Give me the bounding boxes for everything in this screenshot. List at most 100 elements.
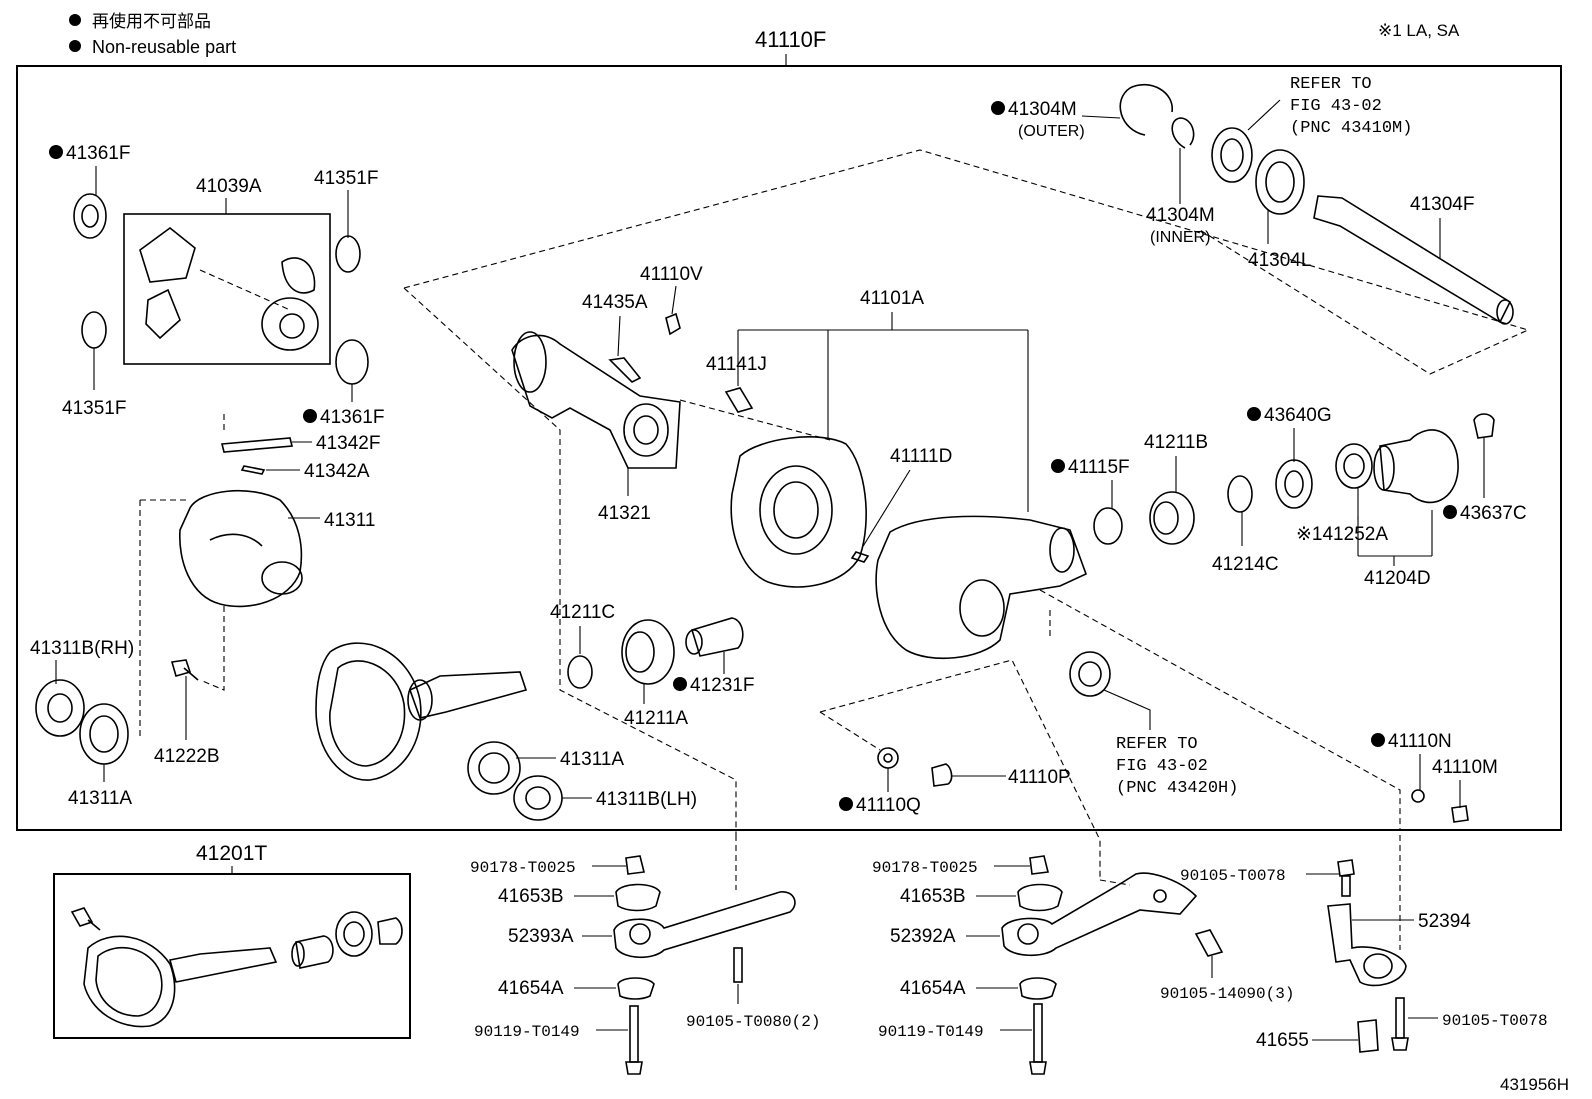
mount-bracket-hole <box>1153 889 1167 903</box>
label-41311B-RH: 41311B(RH) <box>30 638 134 659</box>
shim-hole <box>525 786 551 810</box>
mount-cushion <box>1017 883 1063 912</box>
mount-cushion <box>1019 977 1057 1000</box>
extension-housing-flange <box>623 403 669 457</box>
kit-label: 41201T <box>196 842 267 865</box>
label-41304L: 41304L <box>1248 250 1311 271</box>
bolt <box>1194 929 1224 957</box>
label-41435A: 41435A <box>582 292 648 313</box>
filler-plug <box>931 763 953 787</box>
leader-line <box>671 285 677 315</box>
mount-cushion <box>617 977 655 1000</box>
carrier-housing-neck <box>1049 527 1075 573</box>
dashed-outline <box>679 399 831 441</box>
bearing-inner <box>89 715 119 753</box>
dashed-outline <box>403 149 1530 375</box>
gasket <box>877 747 899 769</box>
mount-bracket-hole <box>629 923 651 945</box>
nut <box>1473 413 1495 439</box>
dashed-outline <box>1099 879 1131 886</box>
bolt-head <box>1391 1037 1409 1051</box>
mount-cushion <box>615 883 661 912</box>
side-gear <box>139 226 196 283</box>
bearing <box>621 619 675 685</box>
legend-japanese: 再使用不可部品 <box>92 11 211 31</box>
bolt <box>1341 875 1351 897</box>
refer2-line1: REFER TO <box>1116 735 1198 754</box>
label-41304M-outer: 41304M <box>1008 99 1077 120</box>
label-41110P: 41110P <box>1008 767 1071 788</box>
label-41311: 41311 <box>324 510 375 531</box>
oil-seal-inner <box>1078 661 1102 687</box>
dashed-outline <box>1039 589 1401 830</box>
non-reusable-dot-icon <box>49 145 63 159</box>
assembly-label: 41110F <box>755 27 826 52</box>
label-90119-a: 90119-T0149 <box>474 1023 580 1041</box>
assembly-frame <box>16 65 1562 831</box>
non-reusable-dot-icon <box>1443 505 1457 519</box>
kit-spacer-end <box>291 941 305 967</box>
refer2-line2: FIG 43-02 <box>1116 757 1208 776</box>
side-gear <box>261 297 319 351</box>
label-41222B: 41222B <box>154 746 220 767</box>
label-41654A-b: 41654A <box>900 978 966 999</box>
label-41311B-LH: 41311B(LH) <box>596 789 697 810</box>
differential-case-hub <box>261 561 303 595</box>
label-90105-14090: 90105-14090(3) <box>1160 985 1294 1003</box>
companion-flange-hub <box>1373 445 1395 491</box>
companion-flange <box>1379 429 1459 504</box>
mount-bracket-52394 <box>1327 903 1407 987</box>
mount-bracket-hole <box>1017 923 1039 945</box>
label-41653B-a: 41653B <box>498 886 564 907</box>
gasket <box>1411 789 1425 803</box>
leader-line <box>1081 115 1121 119</box>
extension-housing-end <box>513 331 547 393</box>
kit-oil-seal-inner <box>343 921 365 947</box>
side-gear-hub <box>279 313 305 339</box>
kit-drive-pinion <box>169 947 278 983</box>
label-41204D: 41204D <box>1364 568 1431 589</box>
shaft-spline-end <box>1496 299 1514 325</box>
label-41115F: 41115F <box>1068 457 1130 478</box>
label-41304M-outer-note: (OUTER) <box>1018 123 1085 140</box>
carrier-housing-bore <box>959 579 1005 637</box>
leader-line <box>861 469 911 549</box>
label-52393A: 52393A <box>508 926 574 947</box>
bearing-inner <box>625 631 655 673</box>
bolt-head <box>1029 1061 1047 1075</box>
oil-seal <box>1275 459 1313 509</box>
dashed-outline <box>199 269 291 311</box>
legend: 再使用不可部品 Non-reusable part <box>69 11 236 57</box>
shim <box>35 679 85 737</box>
carrier-cover <box>730 436 867 588</box>
label-41111D: 41111D <box>890 446 952 467</box>
bolt-shank <box>87 919 101 931</box>
label-41321: 41321 <box>598 503 651 524</box>
thrust-washer <box>335 235 361 273</box>
spacer <box>690 617 744 657</box>
dashed-outline <box>199 606 225 691</box>
bolt <box>70 907 94 927</box>
label-90105-T0080: 90105-T0080(2) <box>686 1013 820 1031</box>
shim <box>513 775 563 821</box>
label-41110N: 41110N <box>1388 731 1452 752</box>
label-41342A: 41342A <box>304 461 370 482</box>
label-41361F-a: 41361F <box>66 143 130 164</box>
ring-gear <box>315 642 422 781</box>
bolt <box>1033 1003 1043 1063</box>
label-41141J: 41141J <box>706 354 767 375</box>
figure-code: 431956H <box>1500 1075 1569 1094</box>
breather-plug <box>665 312 681 336</box>
label-90119-b: 90119-T0149 <box>878 1023 984 1041</box>
note-top-right: ※1 LA, SA <box>1378 21 1460 40</box>
refer1-line3: (PNC 43410M) <box>1290 119 1412 138</box>
thrust-washer <box>81 311 107 349</box>
label-41231F: 41231F <box>690 675 754 696</box>
carrier-cover-bore-inner <box>773 481 819 539</box>
bearing <box>467 741 521 795</box>
label-41039A: 41039A <box>196 176 262 197</box>
kit-oil-seal <box>335 911 373 957</box>
gear-set-frame <box>123 213 331 365</box>
label-41110V: 41110V <box>640 264 703 285</box>
bearing <box>79 703 129 765</box>
